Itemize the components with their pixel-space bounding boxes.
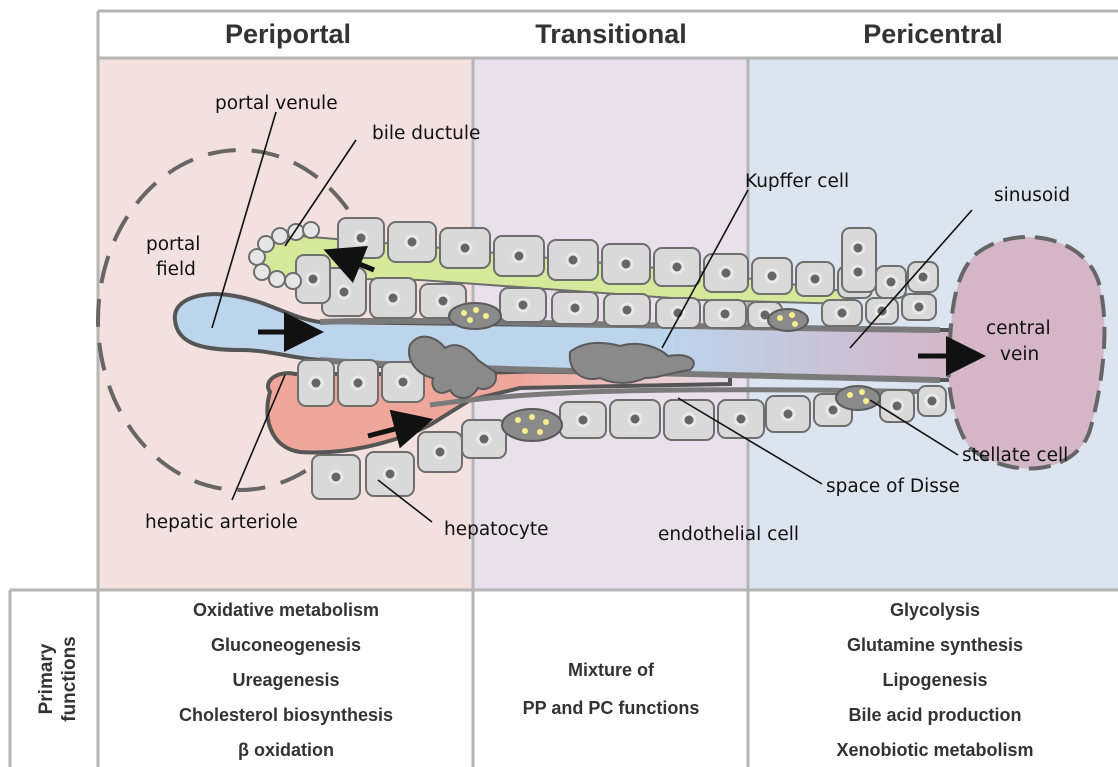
periportal-header: Periportal — [225, 19, 351, 49]
hepatocyte-nucleus — [513, 250, 525, 262]
periportal-function-4: β oxidation — [238, 740, 334, 760]
hepatocyte-nucleus — [387, 292, 399, 304]
hepatocyte-nucleus — [827, 404, 839, 416]
periportal-functions: Oxidative metabolismGluconeogenesisUreag… — [179, 600, 393, 760]
hepatocyte-nucleus — [766, 270, 778, 282]
bile-ductule-label: bile ductule — [372, 123, 480, 144]
hepatocyte-nucleus — [517, 299, 529, 311]
hepatocyte-nucleus — [310, 377, 322, 389]
hepatocyte-nucleus — [809, 273, 821, 285]
hepatocyte-nucleus — [355, 232, 367, 244]
pericentral-function-3: Bile acid production — [848, 705, 1021, 725]
hepatocyte-nucleus — [852, 266, 864, 278]
hepatocyte-nucleus — [330, 471, 342, 483]
portal-field-label-1: portal — [146, 234, 200, 255]
pericentral-header: Pericentral — [863, 19, 1003, 49]
hepatocyte-nucleus — [836, 307, 848, 319]
pericentral-function-2: Lipogenesis — [882, 670, 987, 690]
hepatocyte-nucleus — [891, 400, 903, 412]
stellate-cell-label: stellate cell — [962, 445, 1068, 466]
periportal-function-1: Gluconeogenesis — [211, 635, 361, 655]
hepatocyte-nucleus — [683, 414, 695, 426]
hepatocyte-nucleus — [852, 242, 864, 254]
portal-venule-label: portal venule — [215, 93, 338, 114]
space-of-disse-label: space of Disse — [826, 476, 960, 497]
hepatocyte-nucleus — [885, 276, 897, 288]
hepatocyte-nucleus — [338, 286, 350, 298]
pericentral-function-0: Glycolysis — [890, 600, 980, 620]
hepatocyte-nucleus — [577, 414, 589, 426]
sinusoid-label: sinusoid — [994, 185, 1070, 206]
periportal-function-0: Oxidative metabolism — [193, 600, 379, 620]
hepatocyte-nucleus — [567, 254, 579, 266]
svg-text:Primary: Primary — [36, 643, 57, 714]
pericentral-function-4: Xenobiotic metabolism — [836, 740, 1033, 760]
hepatocyte-nucleus — [478, 433, 490, 445]
central-vein-label-2: vein — [1000, 344, 1039, 365]
kupffer-cell-label: Kupffer cell — [745, 171, 849, 192]
hepatocyte-nucleus — [913, 301, 925, 313]
periportal-function-3: Cholesterol biosynthesis — [179, 705, 393, 725]
endothelial-cell-label: endothelial cell — [658, 524, 799, 545]
hepatocyte-nucleus — [629, 413, 641, 425]
periportal-function-2: Ureagenesis — [232, 670, 339, 690]
transitional-function-0: Mixture of — [568, 660, 655, 680]
portal-field-label-2: field — [156, 259, 196, 280]
hepatocyte — [842, 228, 876, 292]
primary-functions-side-label: Primary functions — [36, 636, 80, 722]
svg-text:functions: functions — [59, 636, 80, 722]
hepatocyte-nucleus — [437, 295, 449, 307]
hepatocyte-nucleus — [926, 395, 938, 407]
hepatocyte-label: hepatocyte — [444, 519, 549, 540]
hepatocyte-nucleus — [569, 302, 581, 314]
hepatocyte-nucleus — [434, 446, 446, 458]
hepatocyte-nucleus — [620, 258, 632, 270]
transitional-functions: Mixture of PP and PC functions — [523, 660, 700, 718]
hepatocyte-nucleus — [917, 271, 929, 283]
hepatic-arteriole-label: hepatic arteriole — [145, 512, 298, 533]
hepatocyte-nucleus — [307, 273, 319, 285]
hepatocyte-nucleus — [719, 308, 731, 320]
hepatocyte-nucleus — [621, 304, 633, 316]
hepatocyte-nucleus — [406, 236, 418, 248]
central-vein-label-1: central — [986, 318, 1051, 339]
hepatocyte-nucleus — [720, 267, 732, 279]
hepatocyte-nucleus — [459, 242, 471, 254]
pericentral-function-1: Glutamine synthesis — [847, 635, 1023, 655]
hepatocyte-nucleus — [384, 468, 396, 480]
transitional-function-1: PP and PC functions — [523, 698, 700, 718]
hepatocyte-nucleus — [397, 376, 409, 388]
transitional-header: Transitional — [535, 19, 687, 49]
hepatocyte-nucleus — [352, 377, 364, 389]
hepatocyte-nucleus — [735, 413, 747, 425]
hepatocyte-nucleus — [671, 261, 683, 273]
hepatocyte-nucleus — [782, 408, 794, 420]
